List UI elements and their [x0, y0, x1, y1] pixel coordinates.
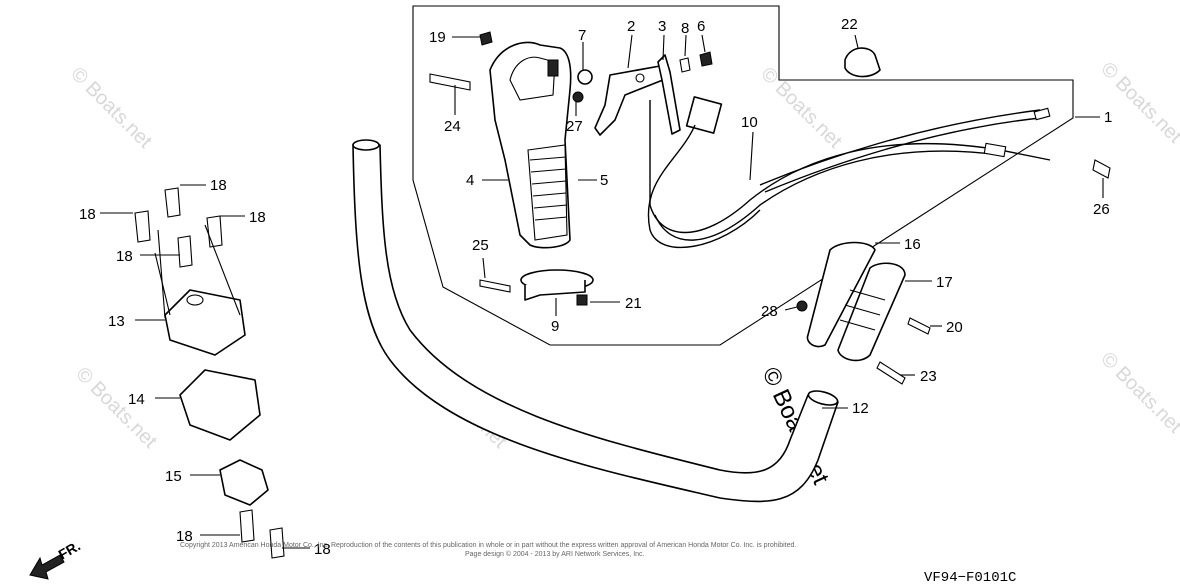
stop-switch — [647, 96, 761, 249]
callout-14: 14 — [128, 391, 145, 408]
callout-8: 8 — [681, 20, 689, 37]
callout-5: 5 — [600, 172, 608, 189]
front-direction-indicator: FR. — [29, 537, 83, 580]
callout-16: 16 — [904, 236, 921, 253]
callout-10: 10 — [741, 114, 758, 131]
callout-18-bottom-right: 18 — [314, 541, 331, 558]
watermark-mid-left: © Boats.net — [71, 363, 161, 453]
handlebar-holder — [134, 187, 285, 559]
callout-4: 4 — [466, 172, 474, 189]
leader-lines — [100, 34, 1104, 549]
callout-25: 25 — [472, 237, 489, 254]
callout-24: 24 — [444, 118, 461, 135]
callout-21: 21 — [625, 295, 642, 312]
front-arrow-icon — [29, 554, 65, 580]
watermark-far-right-bottom: © Boats.net — [1096, 348, 1180, 438]
copyright-line-1: Copyright 2013 American Honda Motor Co.,… — [180, 542, 796, 549]
callout-19: 19 — [429, 29, 446, 46]
callout-6: 6 — [697, 18, 705, 35]
copyright-line-2: Page design © 2004 - 2013 by ARI Network… — [465, 550, 645, 558]
callout-7: 7 — [578, 27, 586, 44]
callout-18-left: 18 — [79, 206, 96, 223]
callout-18-right: 18 — [249, 209, 266, 226]
grip-housing — [489, 41, 572, 249]
callout-2: 2 — [627, 18, 635, 35]
watermark-top-left: © Boats.net — [66, 63, 156, 153]
diagram-code: VF94−F0101C — [924, 570, 1016, 586]
callout-18-top: 18 — [210, 177, 227, 194]
small-fasteners — [429, 31, 1111, 293]
callout-26: 26 — [1093, 201, 1110, 218]
callout-18-bottom-left: 18 — [176, 528, 193, 545]
callout-22: 22 — [841, 16, 858, 33]
callout-17: 17 — [936, 274, 953, 291]
callout-labels: 1 2 3 4 5 6 7 8 9 10 12 13 14 15 16 17 1… — [79, 16, 1112, 558]
throttle-lever — [594, 54, 681, 205]
handlebar-tube — [352, 139, 839, 503]
watermark-top-right: © Boats.net — [756, 63, 846, 153]
assembly-outline — [412, 5, 1074, 346]
callout-12: 12 — [852, 400, 869, 417]
grip-ribs — [529, 156, 568, 221]
throttle-cable — [649, 107, 1051, 241]
callout-28: 28 — [761, 303, 778, 320]
callout-1: 1 — [1104, 109, 1112, 126]
watermark-far-right-top: © Boats.net — [1096, 58, 1180, 148]
copyright-notice: Copyright 2013 American Honda Motor Co.,… — [180, 542, 796, 558]
callout-18-middle: 18 — [116, 248, 133, 265]
callout-13: 13 — [108, 313, 125, 330]
cable-clamp — [520, 269, 594, 306]
callout-15: 15 — [165, 468, 182, 485]
callout-9: 9 — [551, 318, 559, 335]
callout-27: 27 — [566, 118, 583, 135]
callout-20: 20 — [946, 319, 963, 336]
handle-grip — [796, 241, 931, 385]
callout-23: 23 — [920, 368, 937, 385]
callout-3: 3 — [658, 18, 666, 35]
